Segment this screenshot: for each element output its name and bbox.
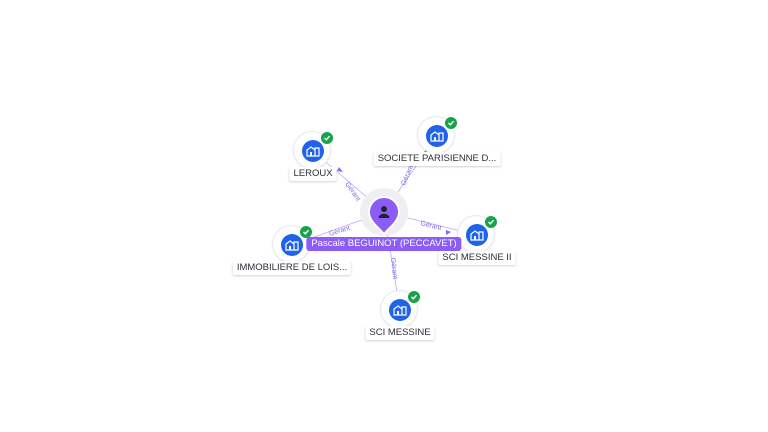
- node-sci-messine[interactable]: [381, 290, 421, 327]
- node-leroux[interactable]: [294, 131, 334, 168]
- building-icon: [430, 131, 444, 142]
- verified-check-icon: [407, 290, 421, 304]
- company-disc: [389, 299, 411, 321]
- edge-label-sci-messine: Gérant: [389, 257, 398, 279]
- verified-check-icon: [299, 225, 313, 239]
- company-disc: [302, 140, 324, 162]
- company-disc: [466, 224, 488, 246]
- arrow-sci-messine-ii: [446, 230, 451, 235]
- node-immobiliere[interactable]: [273, 225, 313, 262]
- edge-label-sci-messine-ii: Gérant: [420, 220, 443, 232]
- node-label-sci-messine-ii[interactable]: SCI MESSINE II: [438, 251, 516, 265]
- building-icon: [470, 230, 484, 241]
- node-label-leroux[interactable]: LEROUX: [289, 167, 337, 181]
- building-icon: [285, 240, 299, 251]
- company-disc: [281, 234, 303, 256]
- edge-label-societe-parisienne: Gérant: [400, 164, 415, 187]
- verified-check-icon: [444, 116, 458, 130]
- node-societe-parisienne[interactable]: [418, 116, 458, 153]
- node-label-immobiliere[interactable]: IMMOBILIERE DE LOIS...: [232, 261, 352, 275]
- arrow-leroux: [337, 167, 343, 172]
- center-node-label[interactable]: Pascale BEGUINOT (PECCAVET): [306, 237, 462, 251]
- edge-label-immobiliere: Gérant: [328, 225, 351, 238]
- edge-label-leroux: Gérant: [343, 181, 361, 203]
- company-disc: [426, 125, 448, 147]
- node-label-sci-messine[interactable]: SCI MESSINE: [365, 326, 435, 340]
- verified-check-icon: [484, 215, 498, 229]
- node-sci-messine-ii[interactable]: [458, 215, 498, 252]
- person-icon: [378, 206, 390, 218]
- verified-check-icon: [320, 131, 334, 145]
- center-node[interactable]: [360, 188, 408, 236]
- building-icon: [306, 146, 320, 157]
- node-label-societe-parisienne[interactable]: SOCIETE PARISIENNE D...: [373, 152, 501, 166]
- building-icon: [393, 305, 407, 316]
